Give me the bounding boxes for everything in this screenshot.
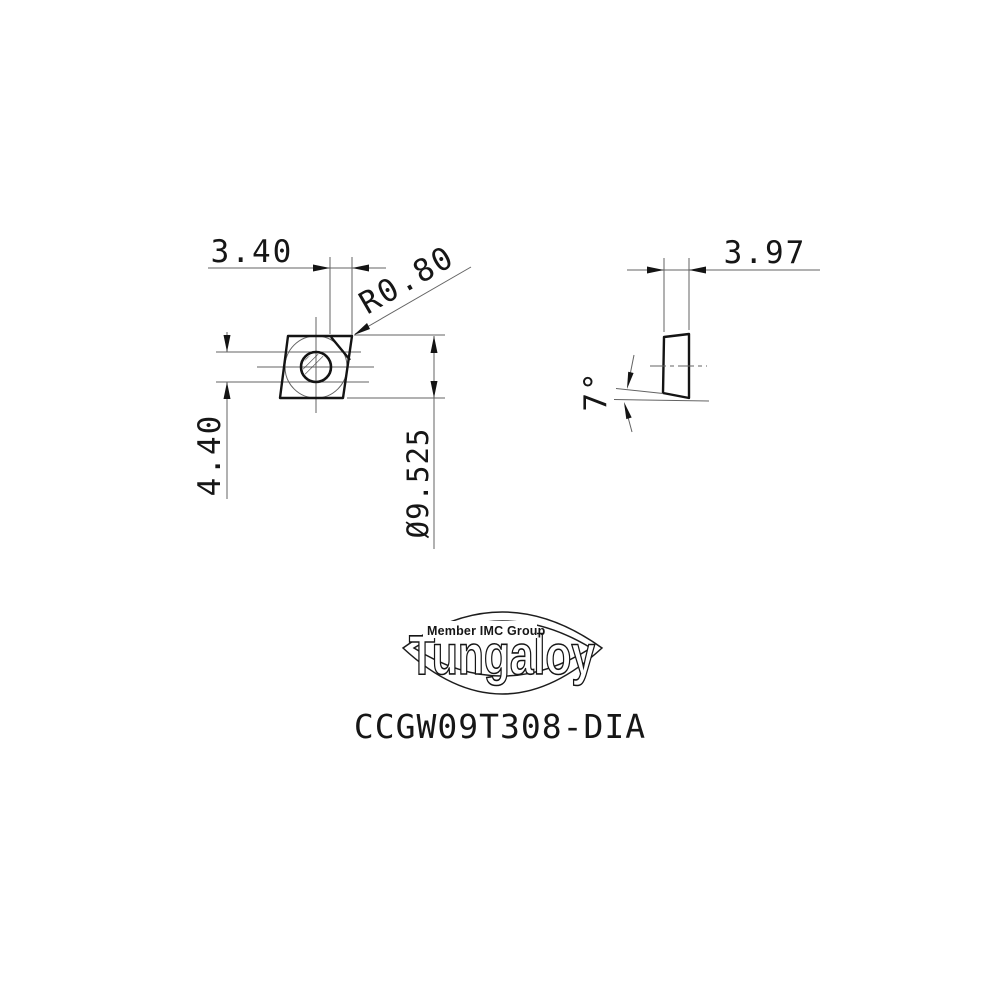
dim-clearance-angle: 7°	[578, 354, 710, 433]
tungaloy-logo: Tungaloy Member IMC Group	[401, 611, 604, 695]
dim-label-clearance-angle: 7°	[578, 370, 614, 411]
arrowhead	[430, 381, 438, 398]
dim-label-hole-diameter: 4.40	[192, 414, 228, 497]
arrowhead	[624, 402, 632, 420]
arrowhead	[689, 266, 706, 274]
side-view: 3.97 7°	[578, 235, 820, 433]
arrowhead	[313, 264, 330, 272]
dim-label-corner-radius: R0.80	[353, 239, 460, 322]
angle-edge-extension-line	[615, 388, 664, 394]
arrowhead	[354, 323, 370, 335]
arrowhead	[430, 336, 438, 353]
dim-thickness: 3.97	[627, 235, 820, 332]
dim-label-tip-width: 3.40	[211, 234, 294, 270]
arrowhead	[352, 264, 369, 272]
braze-line	[330, 336, 351, 361]
angle-reference-line	[613, 399, 710, 402]
arrowhead	[223, 382, 231, 399]
side-profile-outline	[661, 332, 691, 400]
dim-corner-radius: R0.80	[353, 239, 472, 335]
dim-label-thickness: 3.97	[724, 235, 807, 271]
logo-tagline: Member IMC Group	[427, 624, 546, 638]
arrowhead	[627, 371, 634, 389]
arrowhead	[647, 266, 664, 274]
dim-inscribed-circle: Ø9.525	[347, 334, 445, 549]
hole-chamfer-hatch	[302, 353, 326, 377]
mounting-hole	[299, 350, 333, 384]
dim-hole-diameter: 4.40	[192, 332, 231, 499]
dim-tip-width: 3.40	[208, 234, 386, 335]
arrowhead	[223, 335, 231, 352]
dim-label-inscribed-circle: Ø9.525	[401, 428, 435, 539]
front-view: 3.40 R0.80 4.40 Ø9.525	[192, 234, 472, 549]
insert-outline	[278, 334, 354, 400]
part-number: CCGW09T308-DIA	[354, 707, 646, 746]
logo-tagline-backdrop	[423, 621, 537, 638]
